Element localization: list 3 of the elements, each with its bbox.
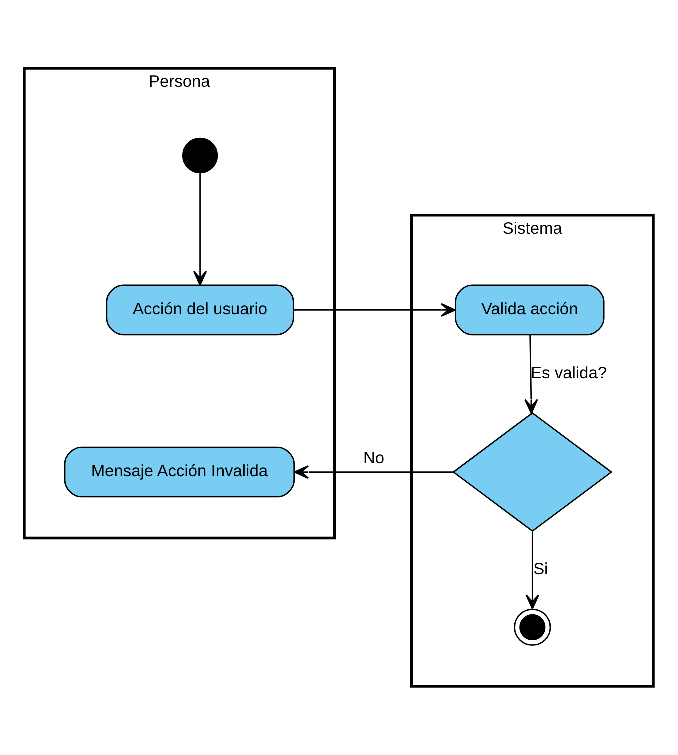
edge-label: Es valida?: [531, 364, 608, 382]
edge-label: Si: [534, 560, 548, 579]
edge-label: No: [363, 449, 385, 468]
